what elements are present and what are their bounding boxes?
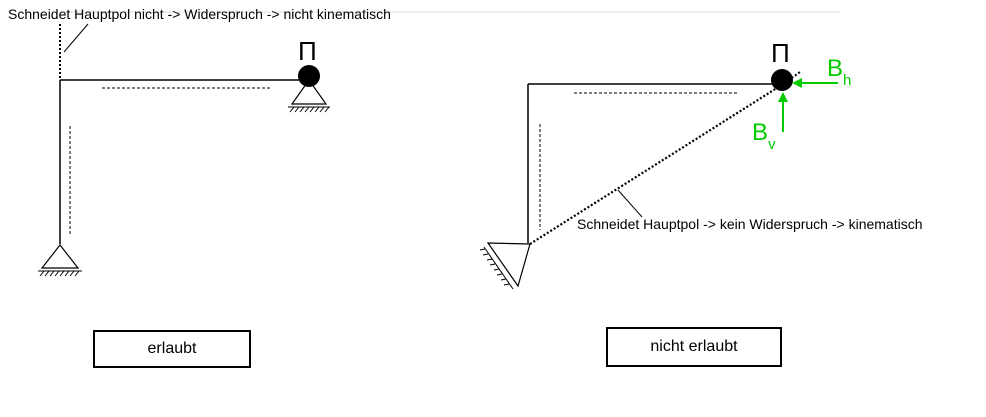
status-label-not-allowed: nicht erlaubt: [650, 338, 738, 355]
right-frame-system: Π Bh Bv Schneidet Hauptpol -> kein Wider…: [479, 38, 923, 290]
left-frame-system: Π Schneidet Hauptpol nicht -> Widerspruc…: [8, 6, 840, 277]
right-main-pole-dot: [771, 69, 793, 91]
left-pole-support: [288, 78, 330, 113]
right-pole-ray-dotted: [529, 85, 781, 245]
right-pole-symbol: Π: [771, 38, 790, 68]
right-leader-line: [617, 189, 643, 218]
left-main-pole-dot: [298, 65, 320, 87]
right-annotation: Schneidet Hauptpol -> kein Widerspruch -…: [577, 216, 923, 232]
left-annotation: Schneidet Hauptpol nicht -> Widerspruch …: [8, 6, 391, 22]
left-pole-symbol: Π: [298, 36, 317, 66]
status-box-not-allowed: nicht erlaubt: [606, 327, 782, 367]
status-label-allowed: erlaubt: [147, 340, 197, 357]
left-pin-support: [38, 244, 82, 277]
status-box-allowed: erlaubt: [93, 330, 251, 368]
right-rotated-support: [479, 242, 531, 290]
force-label-vertical: Bv: [752, 119, 776, 153]
force-label-horizontal: Bh: [827, 55, 851, 89]
left-leader-line: [63, 23, 89, 53]
